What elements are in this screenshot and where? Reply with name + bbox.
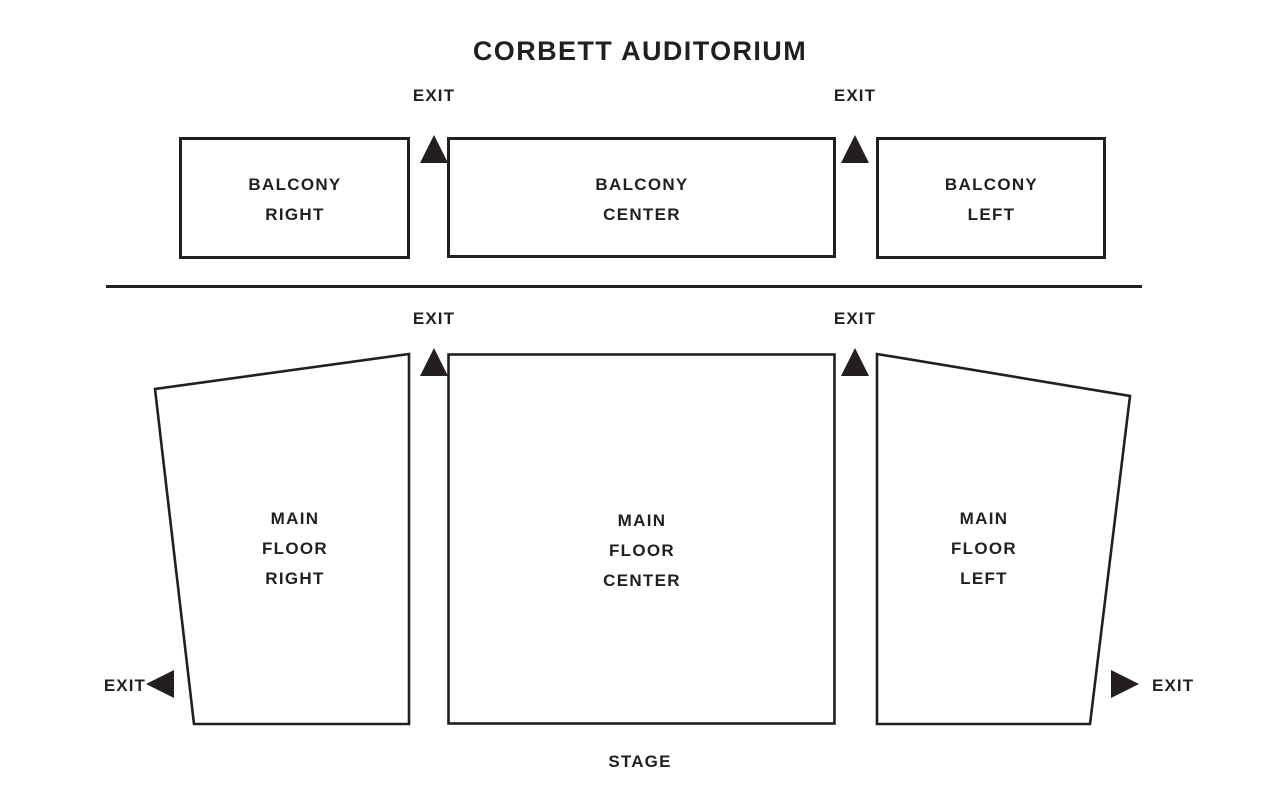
exit-arrow-up-icon — [841, 348, 869, 376]
exit-label-balcony-aisle-left: EXIT — [833, 86, 877, 105]
exit-label-main-aisle-left: EXIT — [833, 309, 877, 328]
section-shape-main-floor-left[interactable] — [875, 352, 1132, 726]
exit-arrow-up-icon — [841, 135, 869, 163]
page-title: CORBETT AUDITORIUM — [472, 36, 808, 66]
section-shape-main-floor-center[interactable] — [447, 353, 836, 725]
section-label-balcony-left: BALCONY LEFT — [944, 175, 1039, 224]
section-shape-balcony-right[interactable] — [179, 137, 410, 259]
section-label-main-floor-right: MAIN FLOOR RIGHT — [262, 509, 328, 588]
exit-arrow-up-icon — [420, 348, 448, 376]
exit-label-main-side-left: EXIT — [1152, 676, 1195, 695]
exit-label-main-aisle-right: EXIT — [412, 309, 456, 328]
exit-arrow-up-icon — [420, 135, 448, 163]
exit-label-balcony-aisle-right: EXIT — [412, 86, 456, 105]
section-label-balcony-center: BALCONY CENTER — [595, 175, 689, 224]
exit-label-main-side-right: EXIT — [103, 676, 146, 695]
section-shape-balcony-center[interactable] — [447, 137, 836, 258]
section-shape-main-floor-right[interactable] — [153, 352, 411, 726]
section-label-main-floor-left: MAIN FLOOR LEFT — [951, 509, 1017, 588]
section-label-main-floor-center: MAIN FLOOR CENTER — [603, 511, 681, 590]
section-label-balcony-right: BALCONY RIGHT — [248, 175, 342, 224]
stage-label: STAGE — [608, 752, 672, 771]
section-shape-balcony-left[interactable] — [876, 137, 1106, 259]
exit-arrow-left-icon — [146, 670, 174, 698]
exit-arrow-right-icon — [1111, 670, 1139, 698]
